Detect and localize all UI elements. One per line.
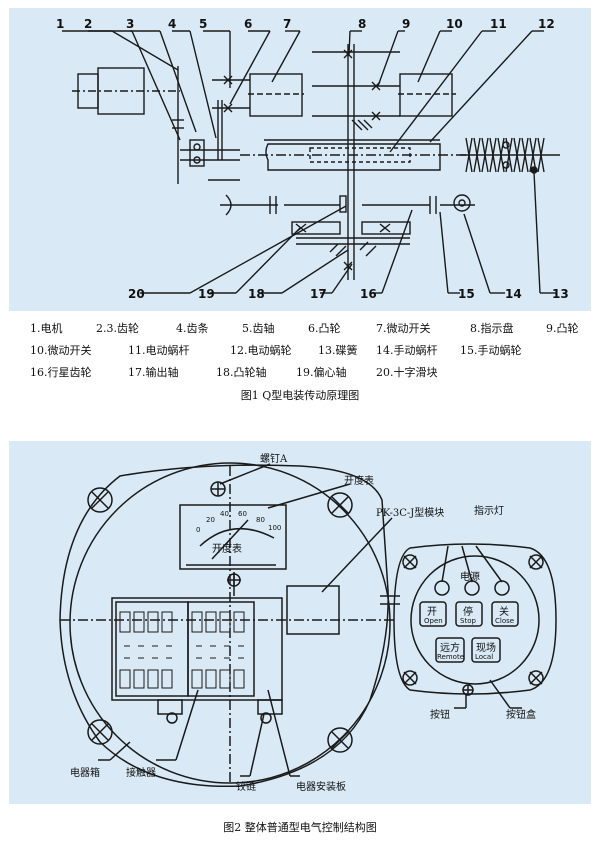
figure2-caption: 图2 整体普通型电气控制结构图 xyxy=(223,821,377,834)
legend-item: 6.凸轮 xyxy=(308,322,341,335)
legend-item: 10.微动开关 xyxy=(30,344,92,357)
callout-18: 18 xyxy=(248,287,265,301)
figure2-panel xyxy=(9,441,591,804)
figure1-caption: 图1 Q型电装传动原理图 xyxy=(240,389,360,402)
legend-item: 17.输出轴 xyxy=(128,366,179,379)
legend-item: 4.齿条 xyxy=(176,322,209,335)
callout-1: 1 xyxy=(56,17,64,31)
callout-16: 16 xyxy=(360,287,377,301)
callout-19: 19 xyxy=(198,287,215,301)
legend-item: 20.十字滑块 xyxy=(376,366,438,379)
legend-item: 5.齿轴 xyxy=(242,322,275,335)
callout-2: 2 xyxy=(84,17,92,31)
callout-3: 3 xyxy=(126,17,134,31)
legend-item: 2.3.齿轮 xyxy=(96,322,139,335)
legend-item: 19.偏心轴 xyxy=(296,366,347,379)
callout-9: 9 xyxy=(402,17,410,31)
callout-13: 13 xyxy=(552,287,569,301)
legend-item: 8.指示盘 xyxy=(470,322,514,335)
legend-item: 1.电机 xyxy=(30,322,63,335)
legend-item: 11.电动蜗杆 xyxy=(128,344,190,357)
legend-item: 12.电动蜗轮 xyxy=(230,344,292,357)
callout-17: 17 xyxy=(310,287,327,301)
callout-7: 7 xyxy=(283,17,291,31)
callout-5: 5 xyxy=(199,17,207,31)
callout-15: 15 xyxy=(458,287,475,301)
callout-20: 20 xyxy=(128,287,145,301)
callout-14: 14 xyxy=(505,287,522,301)
legend-item: 16.行星齿轮 xyxy=(30,366,92,379)
legend-item: 15.手动蜗轮 xyxy=(460,344,522,357)
callout-12: 12 xyxy=(538,17,555,31)
callout-4: 4 xyxy=(168,17,176,31)
transmission-diagram: 1 2 3 4 5 6 7 8 9 10 11 12 13 14 15 16 1… xyxy=(56,17,569,301)
callout-10: 10 xyxy=(446,17,463,31)
callout-11: 11 xyxy=(490,17,507,31)
callout-8: 8 xyxy=(358,17,366,31)
legend-item: 18.凸轮轴 xyxy=(216,366,267,379)
legend-item: 7.微动开关 xyxy=(376,322,431,335)
legend-item: 13.碟簧 xyxy=(318,344,358,357)
legend-item: 14.手动蜗杆 xyxy=(376,344,438,357)
legend-item: 9.凸轮 xyxy=(546,322,579,335)
callout-6: 6 xyxy=(244,17,252,31)
